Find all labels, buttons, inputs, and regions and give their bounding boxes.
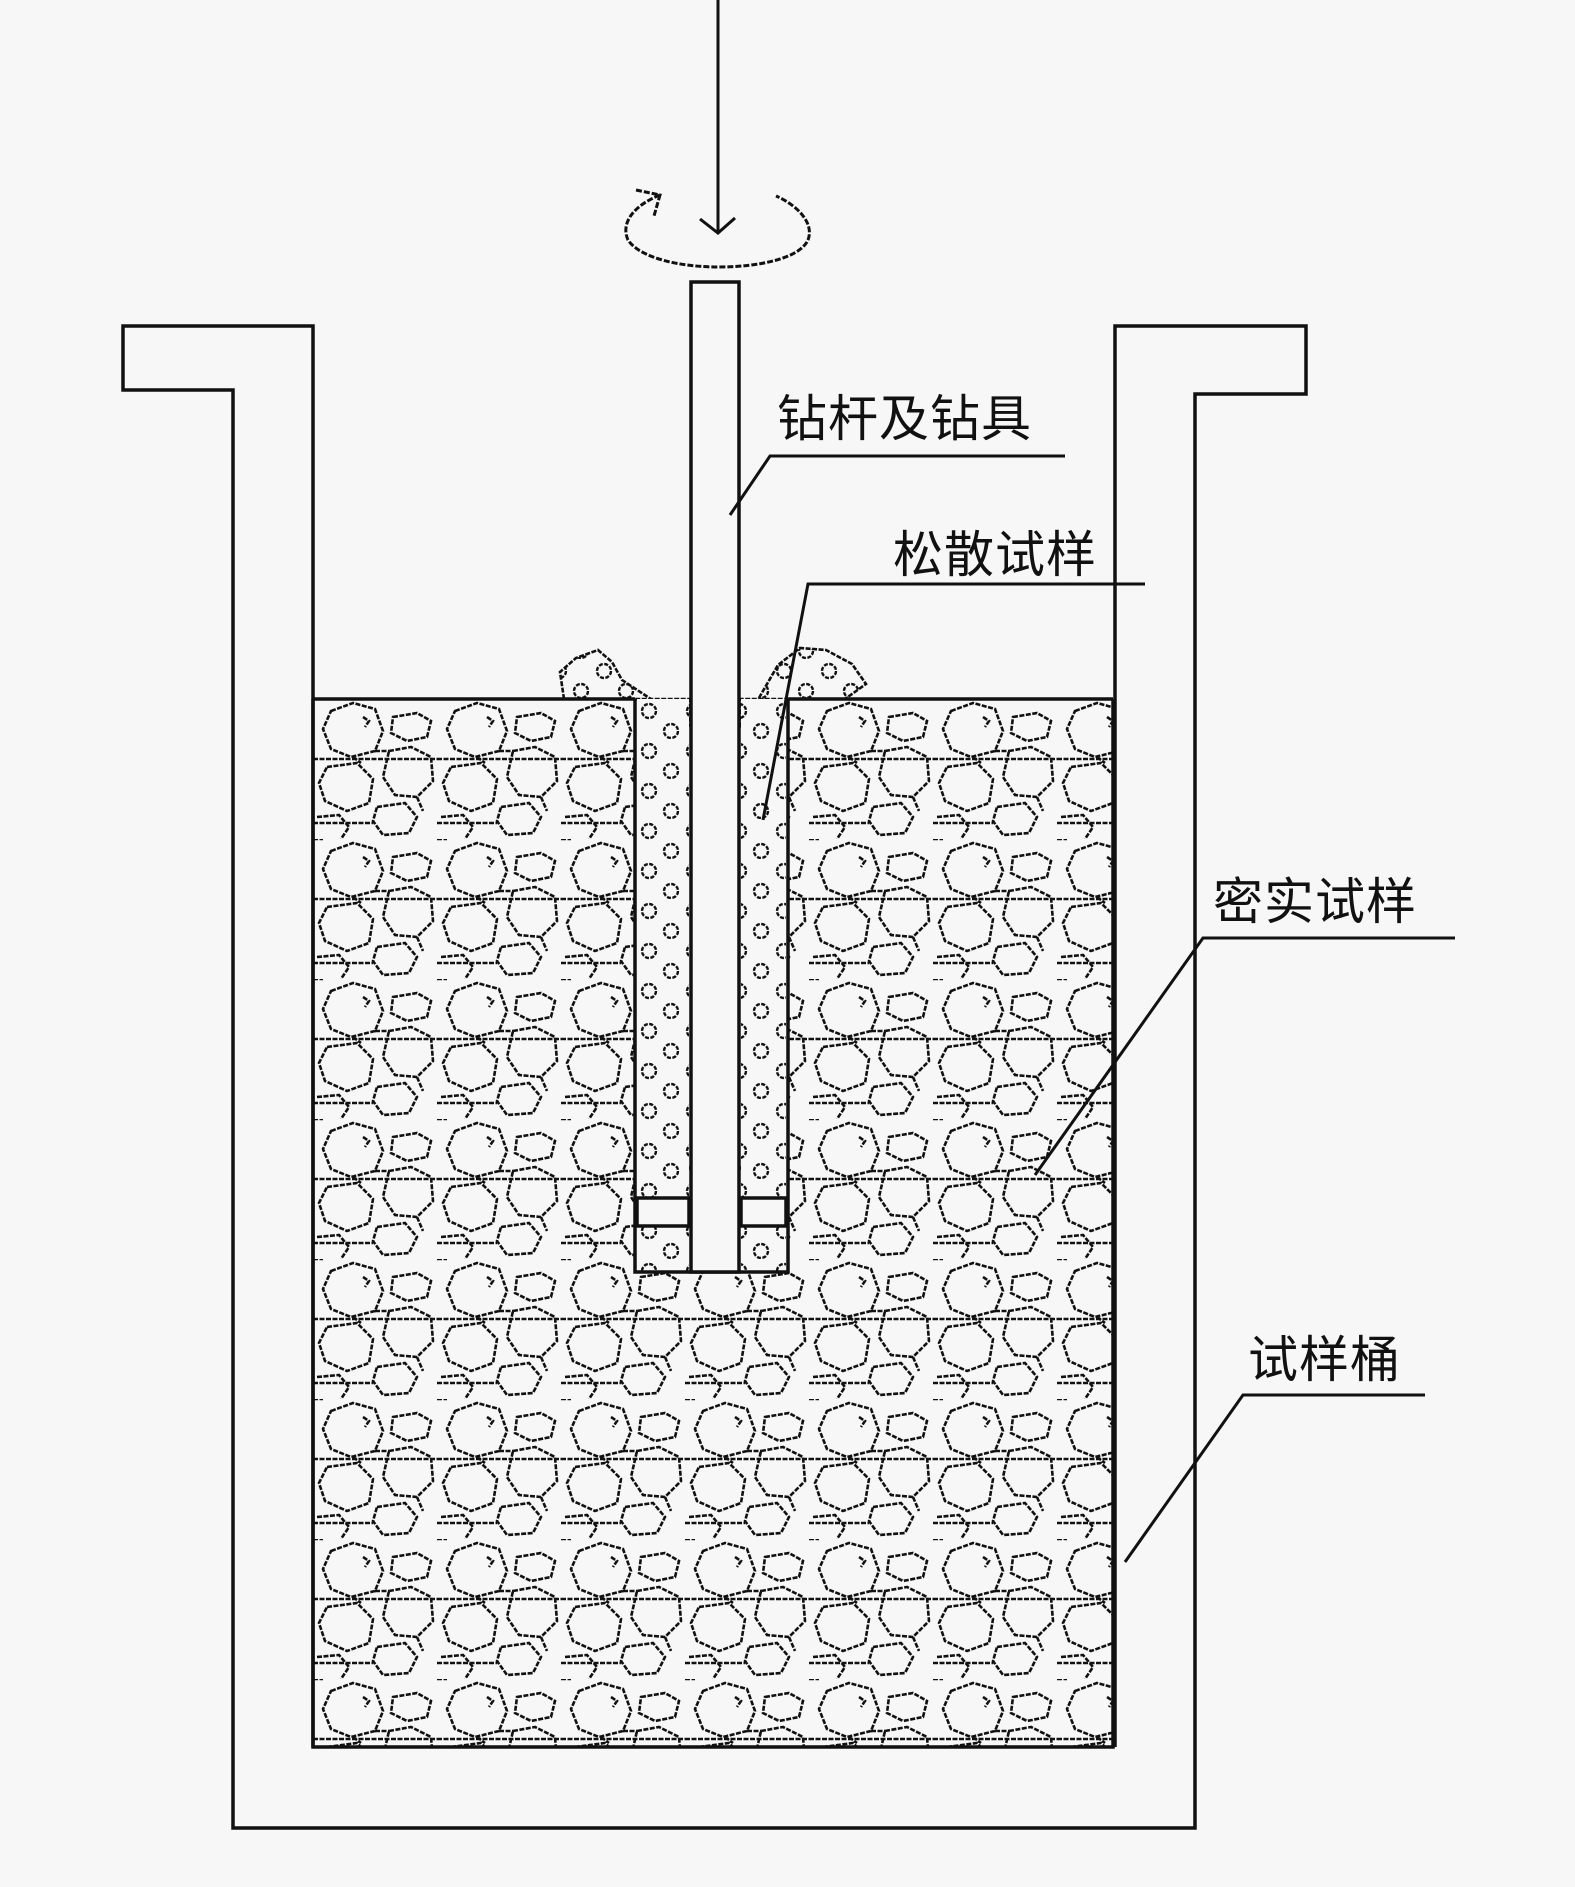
- leader-loose-sample: [761, 582, 1145, 821]
- drill-rod: [689, 280, 741, 1274]
- arrow-down-icon: [699, 0, 736, 235]
- leader-lines: [728, 454, 1455, 1563]
- rotation-arrow-icon: [624, 188, 811, 269]
- sample-bucket: [121, 324, 1308, 1830]
- label-sample-bucket: 试样桶: [1248, 1331, 1401, 1389]
- leader-dense-sample: [1033, 936, 1455, 1176]
- label-loose-sample: 松散试样: [893, 526, 1097, 584]
- leader-drill-rod: [728, 454, 1065, 516]
- label-dense-sample: 密实试样: [1213, 873, 1417, 931]
- label-drill-rod: 钻杆及钻具: [777, 390, 1032, 448]
- leader-sample-bucket: [1123, 1393, 1425, 1563]
